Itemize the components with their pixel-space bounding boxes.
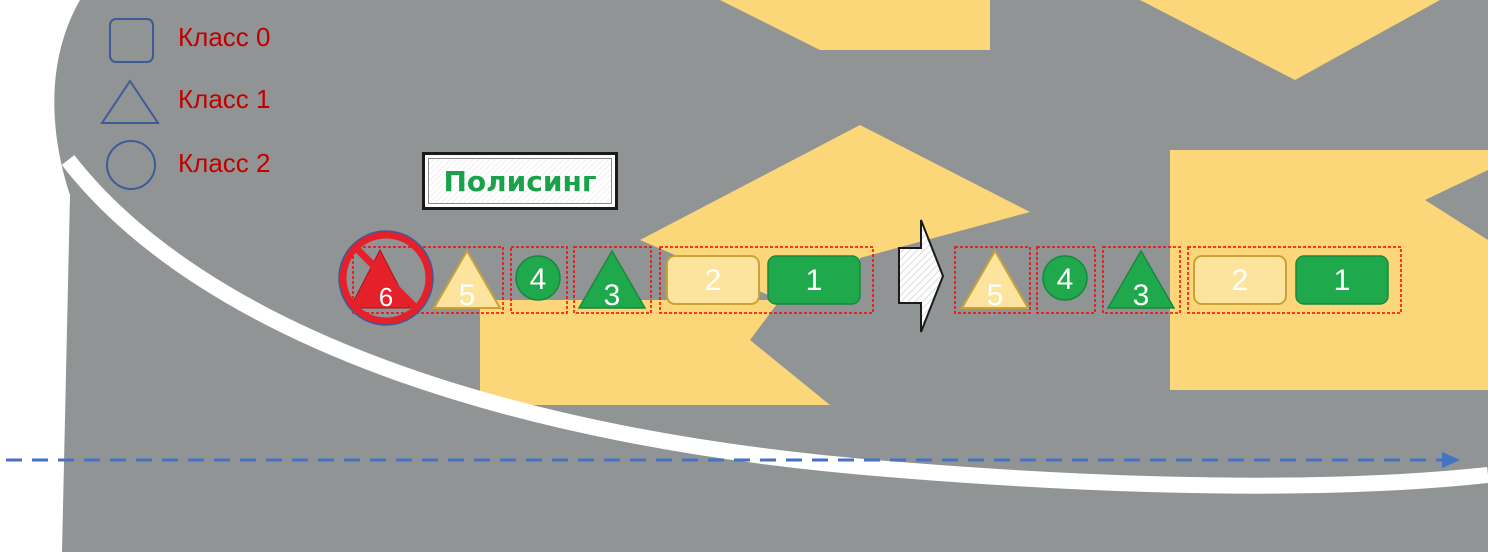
packet-label: 5: [987, 279, 1004, 312]
legend-label-class-2: Класс 2: [178, 148, 271, 178]
title-hatch-background: [428, 158, 612, 204]
group-box: [659, 246, 874, 314]
packet-1: 1: [767, 255, 861, 305]
group-box: [573, 246, 652, 314]
packet-label: 6: [379, 282, 393, 312]
right-arrow-icon: [898, 219, 945, 333]
packet-5: 5: [432, 249, 502, 312]
group-box: [1036, 246, 1096, 314]
group-box: [510, 246, 568, 314]
legend-circle-icon: [106, 140, 156, 190]
group-box: [1187, 246, 1402, 314]
packet-6-dropped: 6: [338, 230, 434, 326]
packet-label: 3: [604, 279, 621, 312]
before-group-borders: [352, 246, 874, 314]
packet-4-after: 4: [1042, 255, 1088, 301]
packet-label: 3: [1133, 279, 1150, 312]
packet-label: 1: [1334, 264, 1351, 297]
packet-label: 2: [1232, 264, 1249, 297]
packet-2-after: 2: [1193, 255, 1287, 305]
policing-title-box: Полисинг: [422, 152, 618, 210]
group-box: [352, 246, 504, 314]
legend-label-class-1: Класс 1: [178, 84, 271, 114]
legend-label-class-0: Класс 0: [178, 22, 271, 52]
policing-title: Полисинг: [443, 164, 597, 198]
packet-2: 2: [666, 255, 760, 305]
packet-label: 5: [459, 279, 476, 312]
packet-label: 4: [530, 263, 547, 296]
packet-4: 4: [515, 255, 561, 301]
packet-1-after: 1: [1295, 255, 1389, 305]
packet-5-after: 5: [960, 249, 1030, 312]
packet-label: 1: [806, 264, 823, 297]
prohibited-icon: [339, 231, 433, 325]
group-box: [1102, 246, 1181, 314]
timeline-arrow: [6, 452, 1460, 468]
packet-label: 2: [705, 264, 722, 297]
packet-3: 3: [577, 249, 647, 312]
legend-square-icon: [109, 18, 154, 63]
packet-3-after: 3: [1106, 249, 1176, 312]
group-box: [954, 246, 1031, 314]
after-group-borders: [954, 246, 1402, 314]
packet-label: 4: [1057, 263, 1074, 296]
legend-triangle-icon: [100, 79, 160, 124]
